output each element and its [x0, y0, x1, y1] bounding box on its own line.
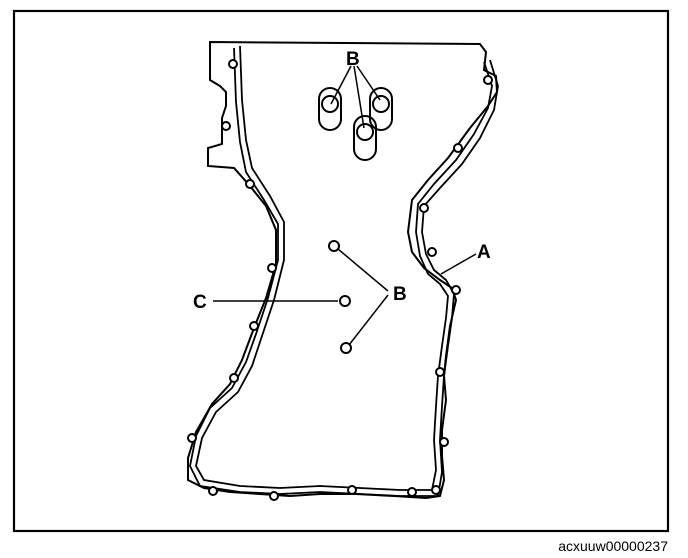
bolt-boss	[269, 491, 279, 501]
bolt-boss	[228, 59, 238, 69]
center-bolt-holes	[328, 240, 352, 354]
label-a: A	[477, 242, 491, 263]
label-b-top: B	[346, 49, 360, 70]
label-b-center: B	[393, 284, 407, 305]
perimeter-bolt-bosses	[187, 59, 493, 501]
bolt-boss	[483, 75, 493, 85]
gasket-inner-line	[189, 47, 499, 497]
bolt-boss	[229, 373, 239, 383]
bolt-hole-right	[372, 95, 390, 113]
gasket-outer-line	[195, 45, 493, 491]
slot-right	[369, 87, 393, 131]
bolt-boss	[221, 121, 231, 131]
leader-a	[440, 253, 477, 275]
bolt-boss	[208, 486, 218, 496]
bolt-boss	[407, 487, 417, 497]
leader-b-top-left	[330, 65, 352, 105]
slot-center	[353, 115, 377, 161]
bolt-boss	[245, 179, 255, 189]
leader-b-top-right	[356, 65, 381, 101]
diagram-frame	[12, 9, 670, 533]
bolt-hole-middle	[339, 295, 351, 307]
label-c: C	[193, 292, 207, 313]
slot-left	[318, 87, 342, 131]
bolt-hole-center	[356, 123, 374, 141]
bolt-boss	[347, 485, 357, 495]
bolt-hole-lower	[340, 342, 352, 354]
bolt-boss	[427, 247, 437, 257]
cover-outline	[187, 40, 499, 500]
bolt-hole-left	[321, 95, 339, 113]
bolt-boss	[435, 367, 445, 377]
leader-b-center-lower	[348, 294, 389, 346]
top-slotted-bosses	[318, 87, 393, 161]
bolt-boss	[267, 263, 277, 273]
bolt-boss	[453, 143, 463, 153]
bolt-boss	[249, 321, 259, 331]
bolt-boss	[431, 485, 441, 495]
leader-b-center-upper	[337, 248, 389, 292]
bolt-boss	[419, 203, 429, 213]
figure-code: acxuuw00000237	[558, 538, 668, 554]
bolt-boss	[439, 437, 449, 447]
leader-b-top-center	[353, 65, 365, 129]
bolt-boss	[187, 433, 197, 443]
bolt-boss	[451, 285, 461, 295]
leader-lines	[213, 65, 477, 346]
bolt-hole-upper	[328, 240, 340, 252]
